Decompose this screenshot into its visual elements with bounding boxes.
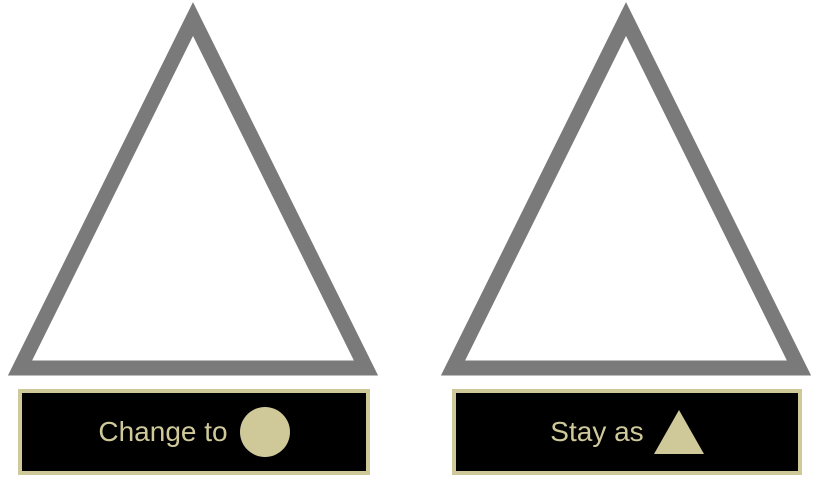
stay-as-triangle-button[interactable]: Stay as [452, 389, 802, 475]
change-button-label: Change to [98, 416, 228, 447]
left-triangle-shape [7, 2, 379, 376]
right-triangle-outline [440, 2, 812, 376]
circle-icon [239, 407, 290, 457]
right-triangle-shape [440, 2, 812, 376]
triangle-icon [653, 410, 704, 454]
left-triangle-outline [7, 2, 379, 376]
change-to-circle-button[interactable]: Change to [18, 389, 370, 475]
stay-button-label: Stay as [550, 416, 644, 447]
